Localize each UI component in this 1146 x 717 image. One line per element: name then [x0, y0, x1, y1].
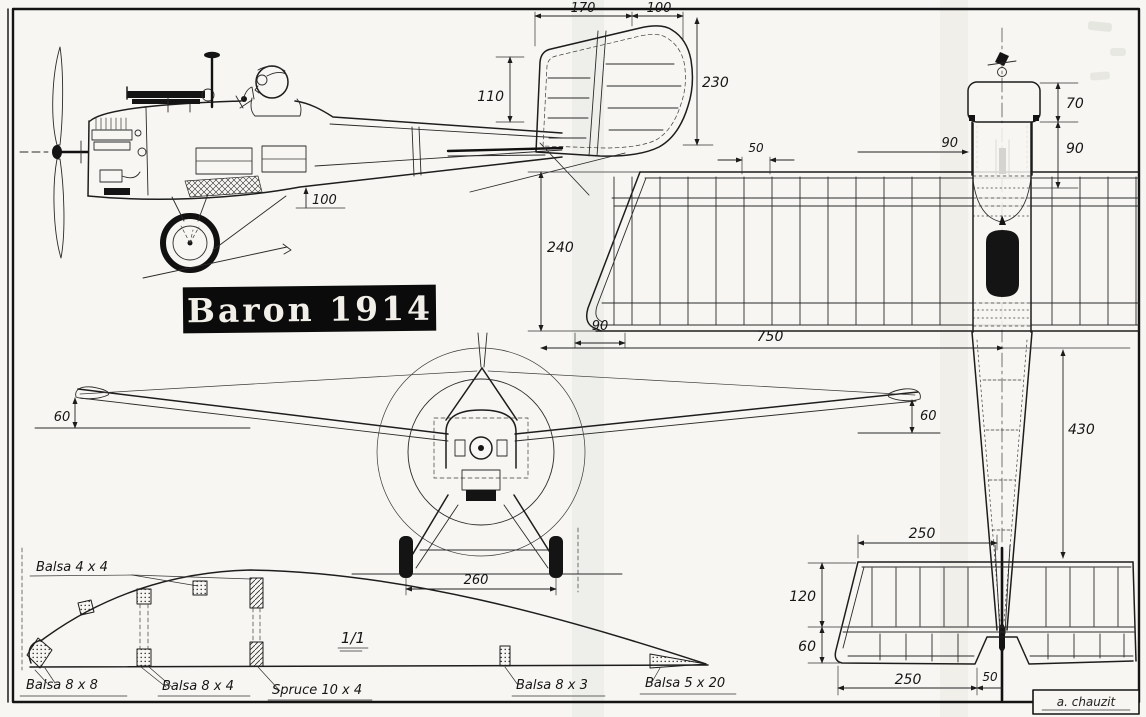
- dim-rib-bay-label: 50: [748, 141, 764, 155]
- top-view: 70 90 90 50 240 90 750: [527, 27, 1140, 702]
- scan-shadow-band: [572, 0, 604, 717]
- cabane-mast: [204, 51, 220, 109]
- dim-nose-offset-label: 90: [941, 136, 958, 151]
- material-callouts: Balsa 4 x 4 Balsa 8 x 8 Balsa 8 x 4 Spru…: [19, 560, 737, 701]
- front-spar-bottom: [136, 648, 152, 667]
- dim-fin-widths: 170 100: [534, 1, 684, 47]
- propeller-disc: [376, 347, 586, 557]
- dim-tail-center-offset-label: 50: [982, 670, 998, 684]
- signature: a. chauzit: [1057, 695, 1117, 709]
- material-leading-edge-label: Balsa 8 x 8: [26, 678, 98, 693]
- dim-left-tip-height: 60: [34, 397, 251, 429]
- dim-cowl-stack: 70 90: [1031, 82, 1084, 189]
- cabane-front: [445, 332, 518, 421]
- dim-fuselage-depth-label: 100: [312, 193, 337, 208]
- elevator-ribs: [879, 633, 1125, 663]
- border-frame: [7, 7, 1141, 704]
- bleedthrough-smudge: [1087, 21, 1126, 81]
- wing-ribs-left: [613, 176, 941, 326]
- right-wheel-front: [549, 536, 563, 578]
- dim-fin-top-left-label: 170: [571, 1, 596, 16]
- dim-right-tip-height-label: 60: [920, 409, 937, 424]
- left-tip-curl: [75, 386, 110, 400]
- rear-spar-block: [499, 645, 511, 667]
- dim-tail-chord-rear-label: 60: [798, 639, 816, 655]
- dim-fin-left-height-label: 110: [477, 89, 504, 105]
- wing-tip-outline: [585, 171, 641, 332]
- dim-fin-total-height-label: 230: [702, 75, 729, 91]
- material-front-spar-label: Balsa 8 x 4: [162, 679, 234, 694]
- dim-root-chord-label: 240: [547, 240, 574, 256]
- stabilizer-ribs: [871, 567, 1119, 627]
- engine-cowl: [87, 106, 149, 197]
- side-view: 100: [19, 46, 563, 279]
- left-wheel-front: [399, 536, 413, 578]
- title-background: [182, 284, 437, 334]
- dim-cowl-to-wing-label: 90: [1066, 141, 1084, 157]
- dim-boom-length: 430: [1060, 349, 1095, 559]
- machine-gun: [126, 86, 215, 113]
- dim-rib-bay: 50: [717, 141, 795, 175]
- dim-fin-left-height: 110: [477, 56, 525, 123]
- main-spar-bottom: [249, 641, 264, 667]
- fuselage-band-mask: [973, 123, 1031, 330]
- material-rear-spar-label: Balsa 8 x 3: [516, 678, 588, 693]
- scale-label: 1/1: [341, 629, 365, 647]
- dim-left-tip-height-label: 60: [54, 410, 71, 425]
- prop-hub-top: [987, 52, 1017, 77]
- dim-tail-span-rear-label: 250: [895, 672, 922, 688]
- dim-tail-chord-front-label: 120: [789, 589, 816, 605]
- dim-fin-total-height: 230: [682, 17, 729, 146]
- leading-edge-block: [26, 637, 53, 669]
- dim-tail-chords: 120 60: [789, 562, 857, 664]
- scan-shadow-band-2: [940, 0, 968, 717]
- material-main-spar-label: Spruce 10 x 4: [272, 683, 362, 698]
- front-view: 60 60 260: [34, 332, 941, 596]
- dim-boom-length-label: 430: [1068, 422, 1095, 438]
- front-spar-top: [136, 588, 152, 605]
- tail-boom-top: [971, 331, 1033, 702]
- fuselage-side: [87, 100, 563, 200]
- tailplane-edge-on: [446, 142, 626, 196]
- dim-wheel-track-label: 260: [464, 573, 489, 588]
- nose-stringer-block: [77, 599, 95, 616]
- page-title: Baron 1914: [187, 289, 433, 331]
- scale-note: 1/1: [337, 629, 369, 652]
- fin-detail-view: 170 100 110 230: [446, 1, 729, 196]
- wing-plan: [585, 122, 1140, 333]
- top-stringer-block: [192, 580, 208, 596]
- dim-half-span: 750: [540, 329, 1131, 351]
- tailplane-view: 250 120 60 250 50: [789, 526, 1137, 696]
- dim-right-tip-height: 60: [857, 399, 941, 434]
- signature-box: a. chauzit: [1032, 689, 1140, 715]
- dim-tip-offset-label: 90: [592, 319, 609, 334]
- pilot: [235, 65, 302, 117]
- right-tip-curl: [887, 388, 921, 402]
- dim-fuselage-depth: 100: [295, 187, 346, 209]
- dim-tail-span-front-label: 250: [909, 526, 936, 542]
- dim-cowl-length-label: 70: [1066, 96, 1084, 112]
- trailing-edge-wedge: [649, 653, 707, 669]
- material-cap-strip-label: Balsa 4 x 4: [36, 560, 108, 575]
- title-block: Baron 1914: [182, 284, 437, 334]
- dim-nose-offset: 90: [857, 136, 969, 155]
- propeller: [19, 46, 90, 259]
- landing-gear-side: [142, 193, 292, 279]
- dim-tail-span-rear: 250 50: [837, 665, 1003, 696]
- wheel: [160, 213, 220, 273]
- airfoil-section: Balsa 4 x 4 Balsa 8 x 8 Balsa 8 x 4 Spru…: [19, 547, 737, 701]
- material-trailing-edge-label: Balsa 5 x 20: [645, 676, 725, 691]
- dim-tail-span-front: 250: [857, 526, 998, 559]
- landing-gear-front: [351, 494, 623, 593]
- belly-fairing-hatch: [184, 175, 263, 198]
- dim-fin-top-right-label: 100: [647, 1, 672, 16]
- engine-front: [433, 409, 529, 501]
- dim-half-span-label: 750: [757, 329, 784, 345]
- main-spar-top: [249, 577, 264, 609]
- pilot-silhouette-top: [986, 230, 1019, 297]
- dim-root-chord: 240: [527, 171, 641, 332]
- wing-ribs-right: [1051, 176, 1137, 326]
